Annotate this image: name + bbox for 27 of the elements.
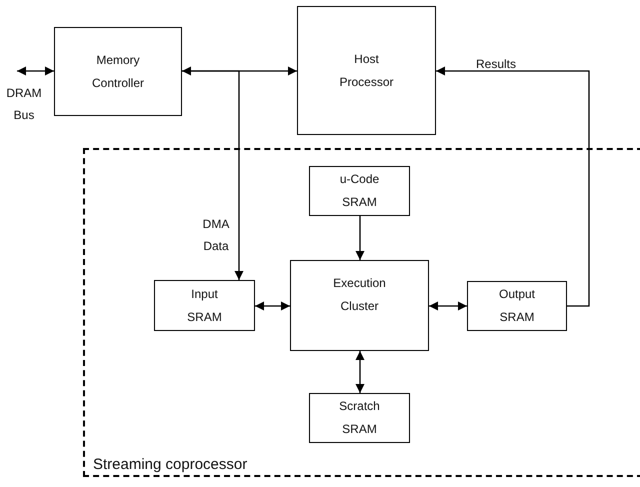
arrow [182,70,244,280]
arrow [182,66,297,76]
block-box [290,260,429,351]
block-label: Input SRAM [186,286,223,326]
edge-label: DMA Data [202,216,230,255]
arrow [436,66,590,307]
edge-label: DRAM Bus [6,85,42,124]
block-label: Scratch SRAM [338,398,381,438]
arrow [17,66,54,76]
block-label: Execution Cluster [332,274,387,314]
block-box [154,280,255,331]
edge-label: Results [474,56,517,73]
block-label: Output SRAM [498,286,536,326]
block-box [309,166,410,216]
arrow [356,351,364,393]
block-label: Memory Controller [90,52,146,92]
block-label: Host Processor [338,50,395,90]
block-box [54,27,182,116]
block-label: u-Code SRAM [338,171,380,211]
arrow [255,302,290,310]
arrow [356,216,364,260]
arrow [429,302,467,310]
coprocessor-boundary [83,148,640,477]
block-box [297,6,436,135]
group-label: Streaming coprocessor [93,456,248,473]
block-box [467,281,567,331]
block-box [309,393,410,443]
